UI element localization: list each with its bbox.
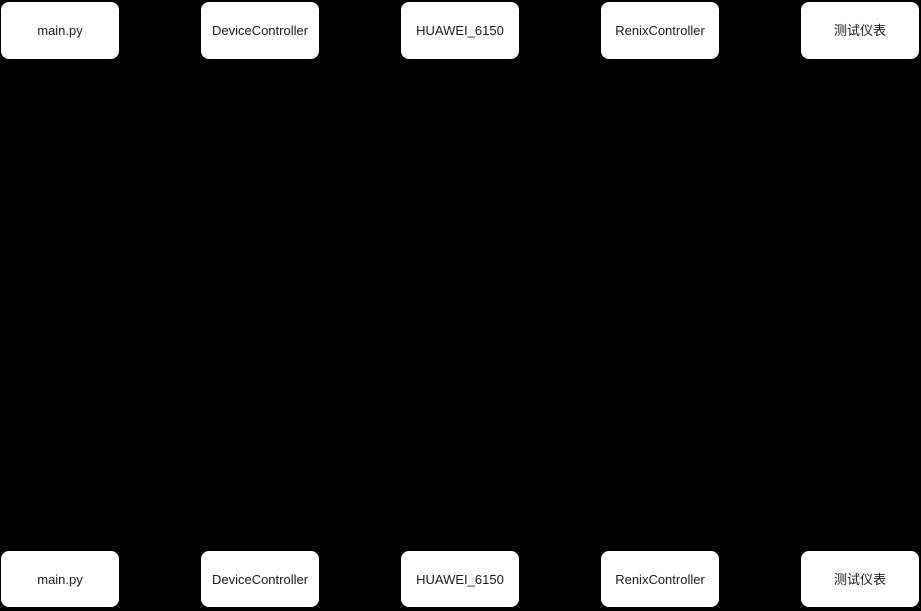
actor-box-renix-controller-top: RenixController — [601, 2, 719, 59]
actor-label-test-instrument: 测试仪表 — [833, 23, 886, 38]
actor-box-main-py-top: main.py — [1, 2, 119, 59]
actor-box-renix-controller-bottom: RenixController — [601, 551, 719, 607]
actor-label-renix-controller: RenixController — [615, 23, 705, 38]
actor-label-device-controller: DeviceController — [211, 23, 309, 38]
actor-box-device-controller-top: DeviceController — [201, 2, 319, 59]
actor-label-huawei-6150: HUAWEI_6150 — [416, 571, 504, 587]
actor-label-huawei-6150: HUAWEI_6150 — [416, 23, 504, 38]
actor-label-test-instrument: 测试仪表 — [833, 571, 886, 587]
actor-label-renix-controller: RenixController — [615, 571, 705, 587]
actor-label-device-controller: DeviceController — [211, 571, 309, 587]
actor-box-test-instrument-bottom: 测试仪表 — [801, 551, 919, 607]
actor-box-main-py-bottom: main.py — [1, 551, 119, 607]
actor-label-main-py: main.py — [37, 23, 83, 38]
actor-box-test-instrument-top: 测试仪表 — [801, 2, 919, 59]
actor-box-huawei-6150-top: HUAWEI_6150 — [401, 2, 519, 59]
actor-box-huawei-6150-bottom: HUAWEI_6150 — [401, 551, 519, 607]
actor-label-main-py: main.py — [37, 571, 83, 587]
actor-box-device-controller-bottom: DeviceController — [201, 551, 319, 607]
